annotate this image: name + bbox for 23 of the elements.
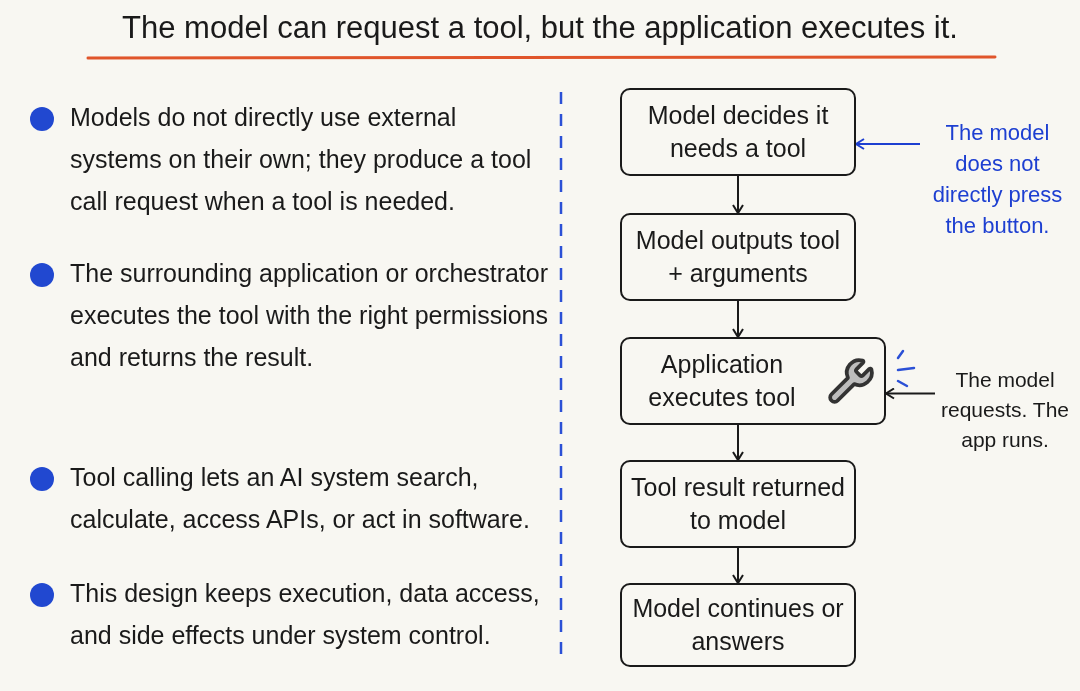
arrow bbox=[732, 547, 744, 584]
arrow bbox=[732, 175, 744, 214]
process-box bbox=[620, 88, 856, 176]
box-label: Application executes tool bbox=[647, 349, 797, 413]
title: The model can request a tool, but the application executes it. bbox=[121, 9, 959, 47]
arrow bbox=[732, 300, 744, 338]
bullet-text: Tool calling lets an AI system search, calculate, access APIs, or act in software. bbox=[70, 462, 531, 535]
box-label: Model decides it needs a tool bbox=[646, 100, 830, 164]
process-box bbox=[620, 213, 856, 301]
process-box bbox=[620, 460, 856, 548]
process-box bbox=[620, 583, 856, 667]
bullet-text: Models do not directly use external systems on their own; they produce a tool call request when a tool is needed. bbox=[70, 102, 533, 217]
callout-text: The model does not directly press the button. bbox=[920, 112, 1075, 246]
bullet-text: The surrounding application or orchestrator executes the tool with the right permissions and returns the result. bbox=[70, 258, 550, 373]
callout-text: The model requests. The app runs. bbox=[935, 362, 1075, 458]
arrow bbox=[885, 387, 936, 400]
bullet-text: This design keeps execution, data access, and side effects under system control. bbox=[70, 578, 541, 651]
arrow bbox=[732, 424, 744, 461]
box-label: Model outputs tool + arguments bbox=[634, 225, 842, 289]
process-box bbox=[620, 337, 886, 425]
box-label: Tool result returned to model bbox=[630, 472, 846, 536]
arrow bbox=[855, 138, 921, 150]
box-label: Model continues or answers bbox=[631, 593, 845, 657]
